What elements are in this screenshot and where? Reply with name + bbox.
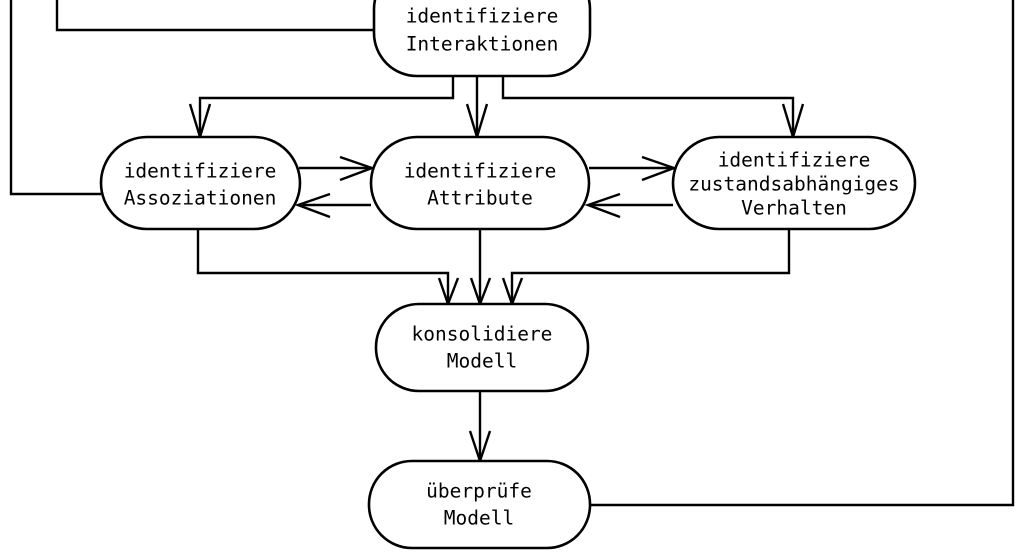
node-label-assoziationen-line1: identifiziere [124,160,277,183]
node-identifiziere-attribute[interactable]: identifiziere Attribute [369,135,591,231]
edge-konsolidiere-to-ueberpruefe [468,391,492,465]
node-label-verhalten-line1: identifiziere [718,149,871,172]
edge-layer [9,0,1015,507]
node-ueberpruefe-modell[interactable]: überprüfe Modell [367,459,592,550]
edge-feedback-left-outer [9,0,101,196]
node-label-assoziationen-line2: Assoziationen [124,187,277,210]
node-label-verhalten-line2: zustandsabhängiges [688,173,899,196]
edge-verhalten-to-konsolidiere [501,230,791,308]
node-label-interaktionen-line1: identifiziere [406,5,559,28]
edge-interaktionen-to-verhalten [501,75,805,142]
edge-attribute-to-verhalten [589,155,678,182]
node-identifiziere-interaktionen[interactable]: identifiziere Interaktionen [372,0,592,78]
node-label-interaktionen-line2: Interaktionen [406,33,559,56]
edge-interaktionen-to-attribute [465,75,489,142]
edge-assoziationen-to-konsolidiere [196,230,460,308]
edge-feedback-right [590,0,1015,507]
node-identifiziere-assoziationen[interactable]: identifiziere Assoziationen [99,135,302,231]
node-label-verhalten-line3: Verhalten [741,197,847,220]
node-label-konsolidiere-line1: konsolidiere [412,323,553,346]
node-label-ueberpruefe-line2: Modell [444,507,514,530]
edge-interaktionen-to-assoziationen [188,75,455,142]
edge-verhalten-to-attribute [584,192,673,219]
edge-attribute-to-konsolidiere [469,230,492,308]
node-konsolidiere-modell[interactable]: konsolidiere Modell [374,302,590,393]
edge-feedback-left-inner [55,0,374,32]
node-identifiziere-zustandsabhaengiges-verhalten[interactable]: identifiziere zustandsabhängiges Verhalt… [671,135,917,231]
node-label-konsolidiere-line2: Modell [447,350,517,373]
edge-assoziationen-to-attribute [299,155,376,182]
node-label-attribute-line1: identifiziere [404,160,557,183]
node-label-attribute-line2: Attribute [427,187,533,210]
node-layer: identifiziere Interaktionen identifizier… [99,0,917,550]
edge-attribute-to-assoziationen [294,192,371,219]
node-label-ueberpruefe-line1: überprüfe [426,480,532,503]
